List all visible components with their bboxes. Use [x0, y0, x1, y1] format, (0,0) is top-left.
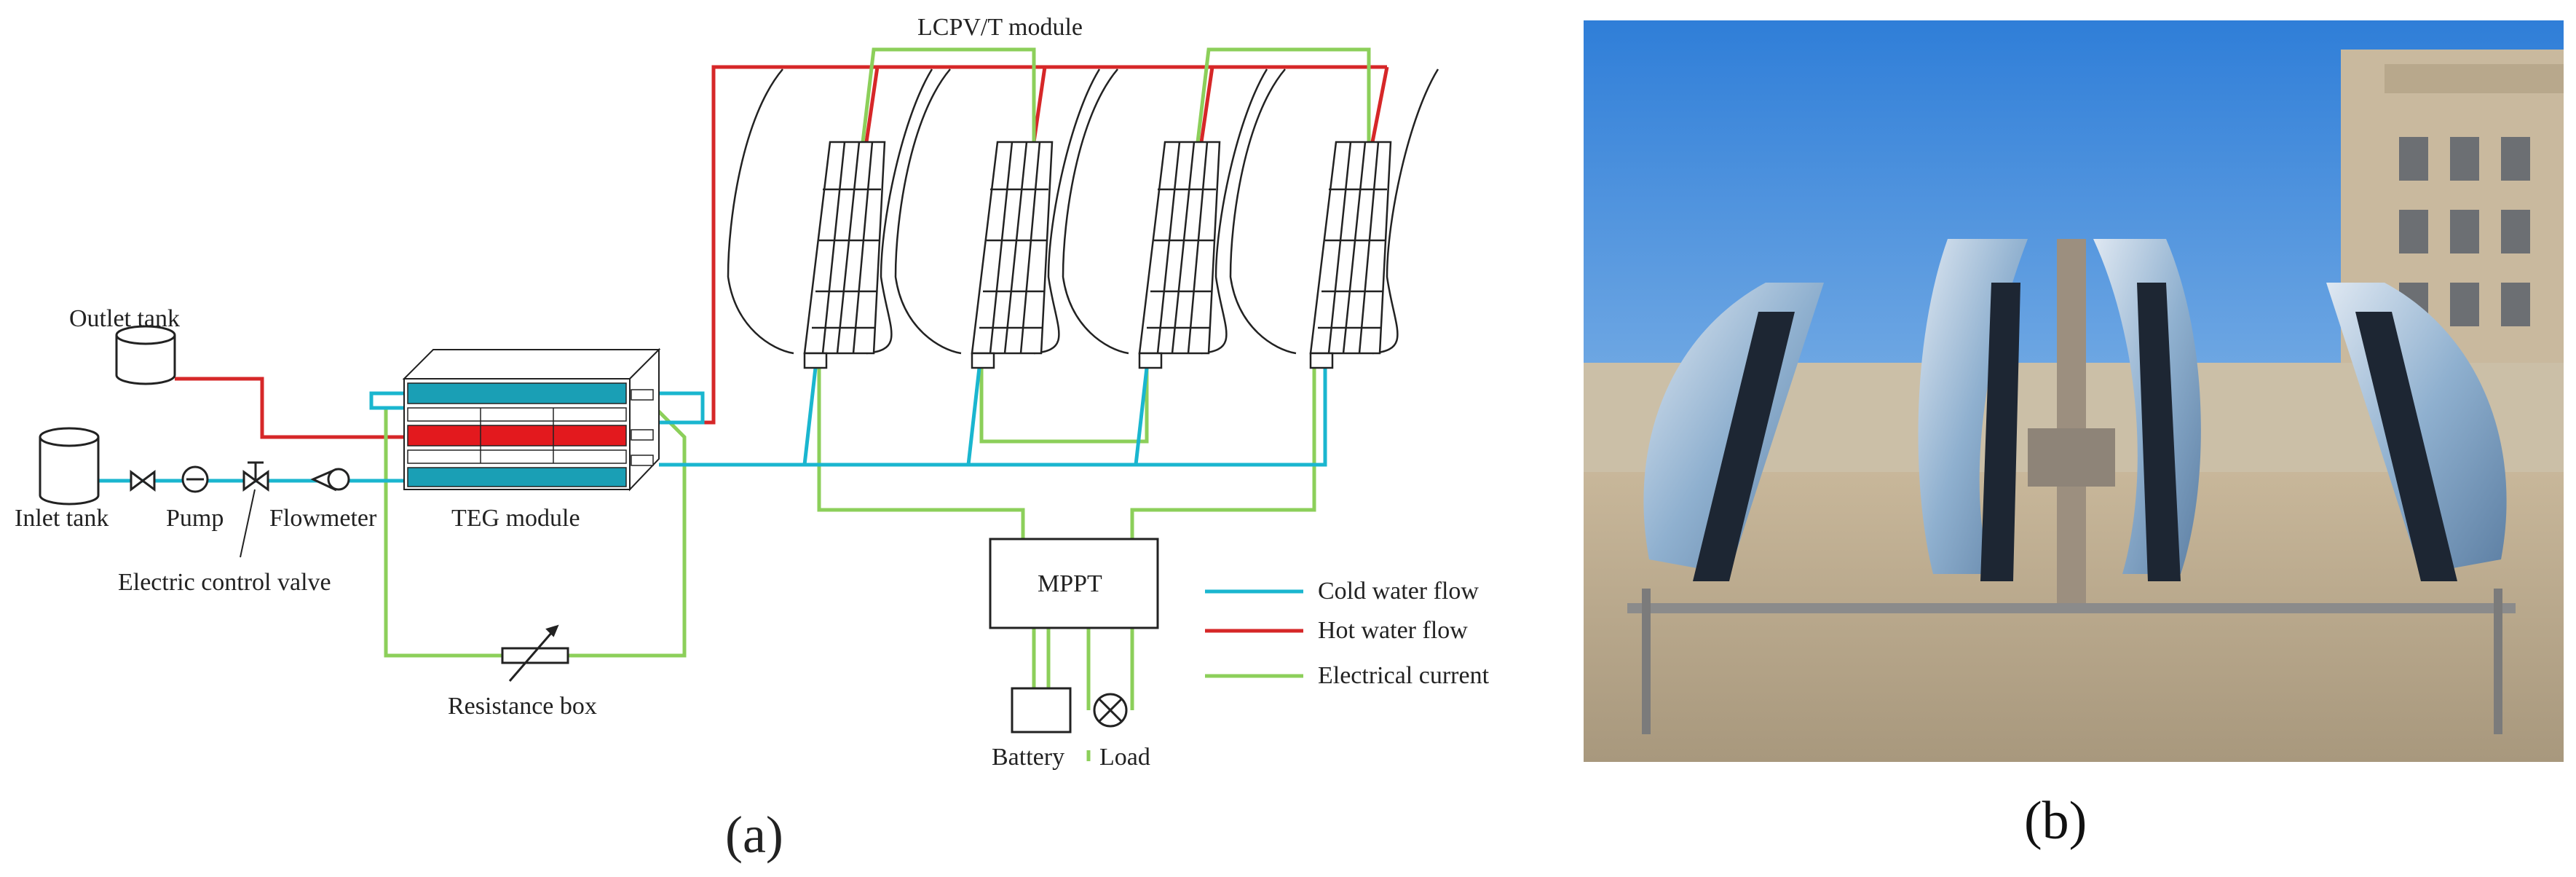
outlet-tank-label: Outlet tank: [69, 305, 180, 332]
system-photograph: [1584, 20, 2564, 762]
flowmeter-label: Flowmeter: [269, 505, 377, 532]
valve-icon: [130, 470, 156, 492]
ecv-leader-line: [240, 489, 256, 558]
load-label: Load: [1099, 744, 1150, 771]
inlet-tank: [39, 427, 100, 506]
resistance-box: [501, 624, 569, 682]
legend: Cold water flow Hot water flow Electrica…: [1205, 578, 1490, 689]
pump-icon: [181, 465, 209, 493]
legend-label-electric: Electrical current: [1318, 662, 1490, 689]
electric-control-valve-icon: [242, 461, 269, 492]
panel-tag-a: (a): [725, 806, 783, 864]
pump-label: Pump: [166, 505, 224, 532]
outlet-tank: [115, 325, 176, 385]
lcpvt-concentrators: [727, 68, 1439, 369]
electric-control-valve-label: Electric control valve: [118, 569, 331, 596]
panel-tag-b: (b): [2024, 791, 2087, 851]
battery-icon: [1011, 687, 1072, 734]
concentrator-2: [894, 68, 1101, 369]
concentrator-3: [1062, 68, 1268, 369]
teg-module: [402, 347, 661, 492]
battery-label: Battery: [992, 744, 1064, 771]
flowmeter-icon: [310, 468, 350, 492]
resistance-box-label: Resistance box: [448, 693, 597, 720]
mppt-label: MPPT: [1038, 570, 1102, 597]
load-lamp-icon: [1093, 693, 1128, 728]
inlet-tank-label: Inlet tank: [15, 505, 108, 532]
legend-label-hot: Hot water flow: [1318, 617, 1468, 644]
mppt-box: [989, 538, 1159, 629]
concentrator-4: [1229, 68, 1439, 369]
lcpvt-module-title: LCPV/T module: [917, 14, 1083, 41]
electrical-wiring: [384, 47, 1371, 761]
concentrator-1: [727, 68, 933, 369]
teg-module-label: TEG module: [451, 505, 580, 532]
system-schematic: LCPV/T module: [15, 14, 1490, 864]
legend-label-cold: Cold water flow: [1318, 578, 1479, 605]
